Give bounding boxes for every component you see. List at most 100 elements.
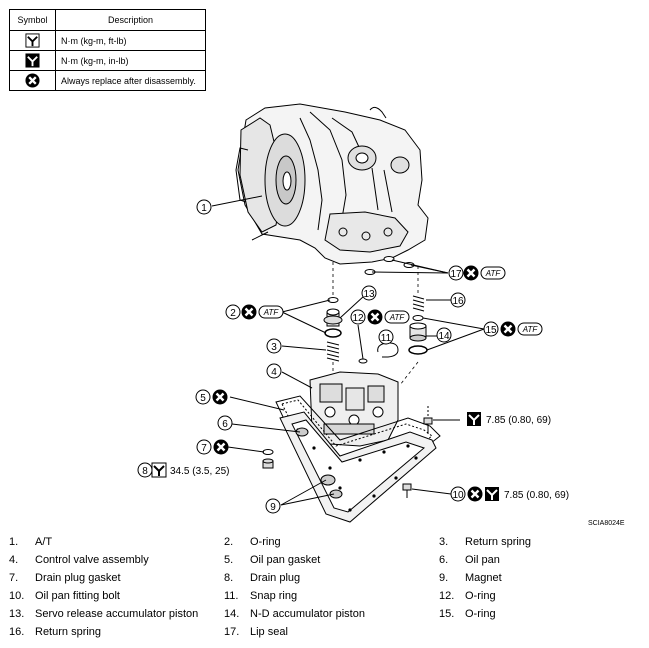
atf-label: ATF — [485, 269, 502, 278]
legend-number: 17. — [224, 626, 240, 638]
callout-2: 2 — [230, 308, 236, 319]
legend-number: 14. — [224, 608, 240, 620]
legend-label: Oil pan fitting bolt — [35, 590, 120, 602]
control-valve-assembly — [309, 371, 399, 447]
callout-3: 3 — [271, 342, 277, 353]
legend-label: Return spring — [35, 626, 102, 638]
legend-item: 14. N-D accumulator piston — [224, 608, 365, 620]
transmission-assembly — [235, 103, 429, 265]
legend-item: 6.Oil pan — [439, 554, 500, 566]
legend-label: A/T — [35, 536, 53, 548]
legend-label: Magnet — [465, 572, 502, 584]
fitting-bolt-torque: 7.85 (0.80, 69) — [486, 415, 551, 426]
torque-wrench-small-icon — [466, 411, 482, 427]
callout-9: 9 — [270, 502, 276, 513]
callout-11: 11 — [381, 333, 392, 344]
drain-plug — [262, 458, 274, 469]
legend-item: 1.A/T — [9, 536, 52, 548]
callout-1: 1 — [201, 203, 207, 214]
legend-label: O-ring — [465, 608, 496, 620]
legend-item: 15.O-ring — [439, 608, 496, 620]
replace-x-icon — [466, 485, 484, 503]
oil-pan-fitting-bolt — [402, 483, 412, 498]
callout-4: 4 — [271, 367, 277, 378]
legend-number: 11. — [224, 590, 239, 602]
torque-wrench-icon — [25, 33, 40, 48]
legend-item: 10. Oil pan fitting bolt — [9, 590, 120, 602]
torque-wrench-small-icon — [484, 486, 500, 502]
legend-item: 4. Control valve assembly — [9, 554, 149, 566]
atf-badge — [258, 305, 284, 319]
legend-label: Drain plug gasket — [35, 572, 121, 584]
replace-x-icon — [25, 73, 40, 88]
legend-number: 12. — [439, 590, 455, 602]
legend-item: 16. Return spring — [9, 626, 101, 638]
legend-label: Snap ring — [250, 590, 298, 602]
legend-number: 8. — [224, 572, 234, 584]
legend-item: 17. Lip seal — [224, 626, 288, 638]
legend-number: 2. — [224, 536, 234, 548]
callout-17: 17 — [450, 269, 462, 280]
o-ring — [358, 358, 368, 364]
legend-label: Servo release accumulator piston — [35, 608, 199, 620]
symbol-table: Symbol Description N·m (kg-m, ft-lb) N·m… — [9, 9, 206, 91]
legend-number: 5. — [224, 554, 234, 566]
legend-label: O-ring — [250, 536, 281, 548]
drain-plug-gasket — [262, 449, 274, 455]
legend-number: 6. — [439, 554, 449, 566]
pan-bolt-torque: 7.85 (0.80, 69) — [504, 490, 569, 501]
symbol-row: N·m (kg-m, in-lb) — [9, 50, 206, 71]
atf-label: ATF — [522, 325, 539, 334]
atf-badge — [517, 322, 543, 336]
exploded-view-diagram: 1 17 ATF 2 ATF 13 — [137, 103, 569, 523]
legend-label: Lip seal — [250, 626, 288, 638]
legend-item: 12. O-ring — [439, 590, 496, 602]
replace-x-icon — [211, 388, 229, 406]
replace-x-icon — [366, 308, 384, 326]
snap-ring — [377, 342, 399, 358]
legend-item: 11. Snap ring — [224, 590, 297, 602]
symbol-description: Always replace after disassembly. — [55, 70, 206, 91]
callout-8: 8 — [142, 466, 148, 477]
callout-5: 5 — [200, 393, 206, 404]
replace-x-icon — [499, 320, 517, 338]
legend-number: 10. — [9, 590, 25, 602]
legend-number: 4. — [9, 554, 19, 566]
atf-badge — [480, 266, 506, 280]
lip-seals — [364, 256, 415, 275]
atf-label: ATF — [263, 308, 280, 317]
legend-item: 8. Drain plug — [224, 572, 300, 584]
atf-label: ATF — [389, 313, 406, 322]
legend-label: O-ring — [465, 590, 496, 602]
figure-code: SCIA8024E — [588, 520, 625, 527]
symbol-row: N·m (kg-m, ft-lb) — [9, 30, 206, 51]
callout-7: 7 — [201, 443, 207, 454]
legend-label: Drain plug — [250, 572, 301, 584]
servo-release-accumulator-stack — [323, 297, 343, 362]
symbol-table-header: Symbol Description — [9, 9, 206, 31]
legend-item: 13. Servo release accumulator piston — [9, 608, 198, 620]
callout-12: 12 — [352, 313, 364, 324]
replace-x-icon — [212, 438, 230, 456]
nd-accumulator-stack — [408, 295, 428, 355]
torque-wrench-small-icon — [25, 53, 40, 68]
oil-pan — [279, 411, 437, 523]
replace-x-icon — [462, 264, 480, 282]
callout-15: 15 — [485, 325, 497, 336]
legend-label: Return spring — [465, 536, 532, 548]
atf-badge — [384, 310, 410, 324]
legend-label: Oil pan gasket — [250, 554, 321, 566]
legend-item: 5. Oil pan gasket — [224, 554, 320, 566]
symbol-row: Always replace after disassembly. — [9, 70, 206, 91]
legend-number: 7. — [9, 572, 19, 584]
legend-item: 2. O-ring — [224, 536, 281, 548]
legend-number: 13. — [9, 608, 25, 620]
legend-number: 16. — [9, 626, 25, 638]
legend-label: N-D accumulator piston — [250, 608, 365, 620]
legend-number: 3. — [439, 536, 449, 548]
callout-13: 13 — [363, 289, 375, 300]
legend-label: Control valve assembly — [35, 554, 149, 566]
oil-pan-fitting-bolt — [423, 417, 433, 434]
legend-item: 3. Return spring — [439, 536, 531, 548]
callout-16: 16 — [452, 296, 464, 307]
